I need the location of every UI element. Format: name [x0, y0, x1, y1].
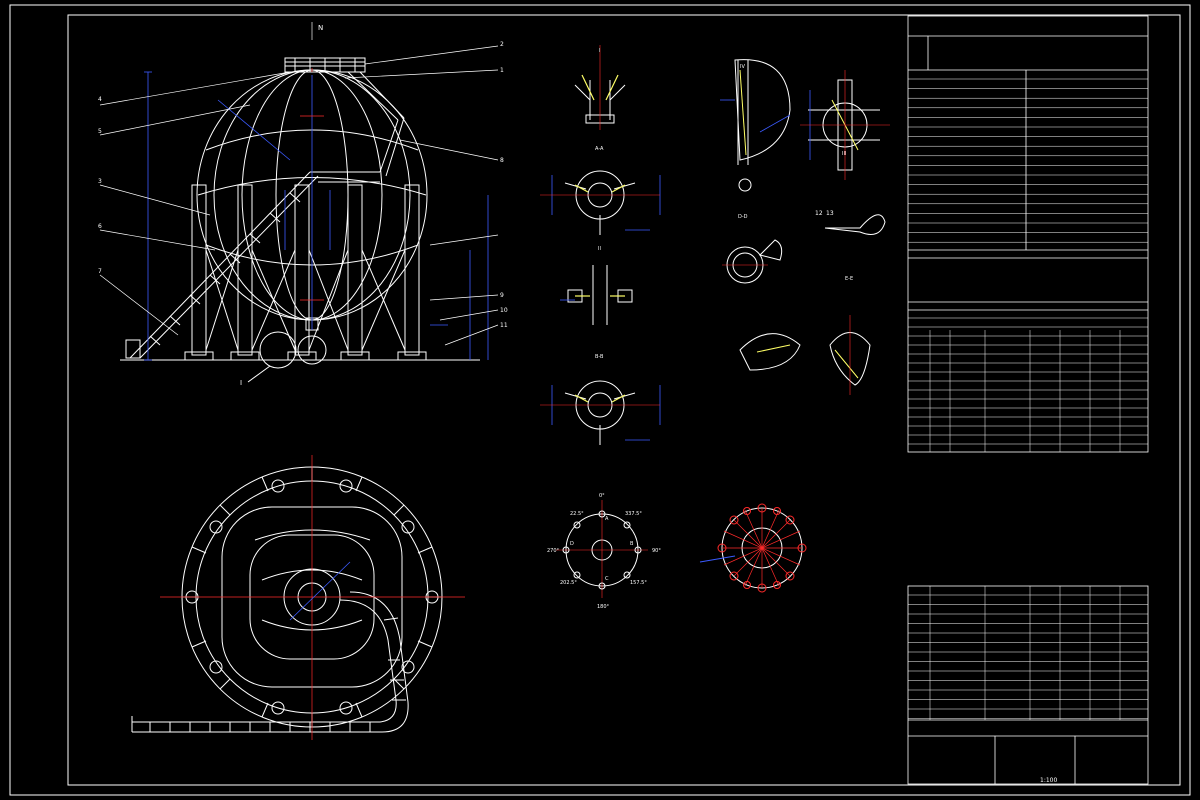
callout-10: 10	[500, 307, 508, 314]
mark-13: 13	[826, 210, 834, 217]
callout-11: 11	[500, 322, 508, 329]
angle-0: 0°	[599, 493, 605, 499]
detail-i-label: I	[240, 379, 242, 387]
bolt-circle-centerlines	[540, 194, 660, 598]
label-e-e: E-E	[845, 276, 853, 282]
angle-90: 90°	[652, 548, 661, 554]
plan-dimensions	[289, 561, 351, 621]
right-detail-hatch	[739, 69, 859, 379]
label-ii: II	[598, 246, 601, 252]
label-iii: III	[842, 151, 846, 157]
label-iv: IV	[740, 64, 745, 70]
callout-1: 1	[500, 67, 504, 74]
callout-7: 7	[98, 268, 102, 275]
mark-d: D	[570, 541, 574, 547]
angle-180: 180°	[597, 604, 610, 610]
bolt-circle-holes	[562, 510, 642, 590]
callout-3: 3	[98, 178, 102, 185]
plan-view	[131, 466, 443, 733]
angle-270: 270°	[547, 548, 560, 554]
right-detail-dims	[720, 90, 811, 160]
section-detail-hatch	[574, 74, 626, 403]
flange-bolt-circle	[699, 503, 807, 593]
label-b-b: B-B	[595, 354, 604, 360]
label-a-a: A-A	[595, 146, 604, 152]
sheet-border	[9, 4, 1191, 796]
callouts-left	[99, 71, 291, 336]
angle-22-5: 22.5°	[570, 511, 584, 517]
angle-157-5: 157.5°	[630, 580, 647, 586]
cross-bracing	[205, 249, 406, 351]
north-label: N	[318, 24, 323, 32]
design-data-rows	[908, 78, 1148, 452]
parts-list-rows	[908, 586, 1148, 720]
mark-c: C	[605, 576, 609, 582]
scale-value: 1:100	[1040, 777, 1057, 784]
design-data-table	[907, 15, 1149, 453]
plan-centerlines	[160, 455, 465, 740]
parts-list-table	[907, 585, 1149, 785]
spiral-stairway	[125, 71, 405, 359]
callouts-right	[344, 45, 499, 346]
elevation-centerlines	[300, 68, 324, 301]
support-columns	[184, 184, 427, 361]
label-d-d: D-D	[738, 214, 748, 220]
section-details	[564, 45, 639, 587]
section-detail-dims	[551, 175, 661, 441]
callout-8: 8	[500, 157, 504, 164]
mark-a: A	[605, 516, 609, 522]
mark-12: 12	[815, 210, 823, 217]
angle-202-5: 202.5°	[560, 580, 577, 586]
callout-5: 5	[98, 128, 102, 135]
drawing-frame	[67, 14, 1181, 786]
right-details	[726, 59, 886, 386]
mark-b: B	[630, 541, 634, 547]
elevation-dimensions	[144, 71, 489, 361]
callout-9: 9	[500, 292, 504, 299]
right-detail-centerlines	[722, 70, 890, 395]
angle-337-5: 337.5°	[625, 511, 642, 517]
callout-4: 4	[98, 96, 102, 103]
callout-2: 2	[500, 41, 504, 48]
label-i-top: I	[599, 48, 600, 54]
callout-6: 6	[98, 223, 102, 230]
